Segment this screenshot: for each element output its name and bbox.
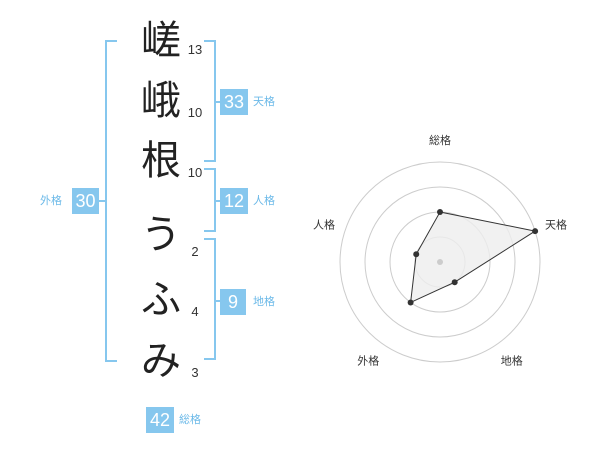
tenkaku-value-badge: 33	[220, 89, 248, 115]
radar-grid-ring	[364, 186, 516, 338]
stroke-count-6: 3	[191, 365, 199, 380]
stroke-count-4: 2	[191, 244, 199, 259]
jinkaku-label: 人格	[253, 194, 275, 207]
gaikaku-bracket-tick	[99, 200, 107, 202]
gaikaku-value-badge: 30	[72, 188, 99, 214]
radar-grid-ring	[339, 161, 541, 363]
chikaku-label: 地格	[253, 295, 275, 308]
stroke-count-5: 4	[191, 304, 199, 319]
soukaku-value-badge: 42	[146, 407, 174, 433]
jinkaku-value-badge: 12	[220, 188, 248, 214]
radar-data-point	[407, 299, 414, 306]
radar-data-polygon	[410, 211, 537, 304]
gaikaku-label: 外格	[40, 194, 62, 207]
chikaku-bracket-tick	[214, 300, 220, 302]
radar-axis-label: 外格	[357, 354, 379, 368]
radar-axis-label: 人格	[313, 217, 335, 231]
radar-center-point	[437, 259, 443, 265]
soukaku-label: 総格	[179, 413, 201, 426]
tenkaku-label: 天格	[253, 95, 275, 108]
stroke-count-2: 10	[187, 105, 203, 120]
jinkaku-bracket-tick	[214, 200, 220, 202]
name-char-3: 根	[141, 138, 181, 184]
name-char-5: ふ	[141, 277, 181, 323]
radar-axis-label: 天格	[545, 217, 567, 231]
radar-data-point	[413, 251, 420, 258]
tenkaku-bracket-tick	[214, 101, 220, 103]
chikaku-bracket	[204, 238, 216, 360]
name-char-4: う	[141, 212, 181, 258]
name-char-2: 峨	[141, 78, 181, 124]
chikaku-value-badge: 9	[220, 289, 246, 315]
name-char-1: 嵯	[141, 18, 181, 64]
stroke-count-1: 13	[187, 42, 203, 57]
stroke-count-3: 10	[187, 165, 203, 180]
radar-data-point	[437, 209, 443, 215]
radar-axis-label: 地格	[501, 354, 523, 368]
radar-data-point	[532, 228, 539, 235]
radar-data-point	[451, 279, 458, 286]
radar-axis-label: 総格	[429, 133, 451, 147]
name-char-6: み	[141, 338, 181, 384]
